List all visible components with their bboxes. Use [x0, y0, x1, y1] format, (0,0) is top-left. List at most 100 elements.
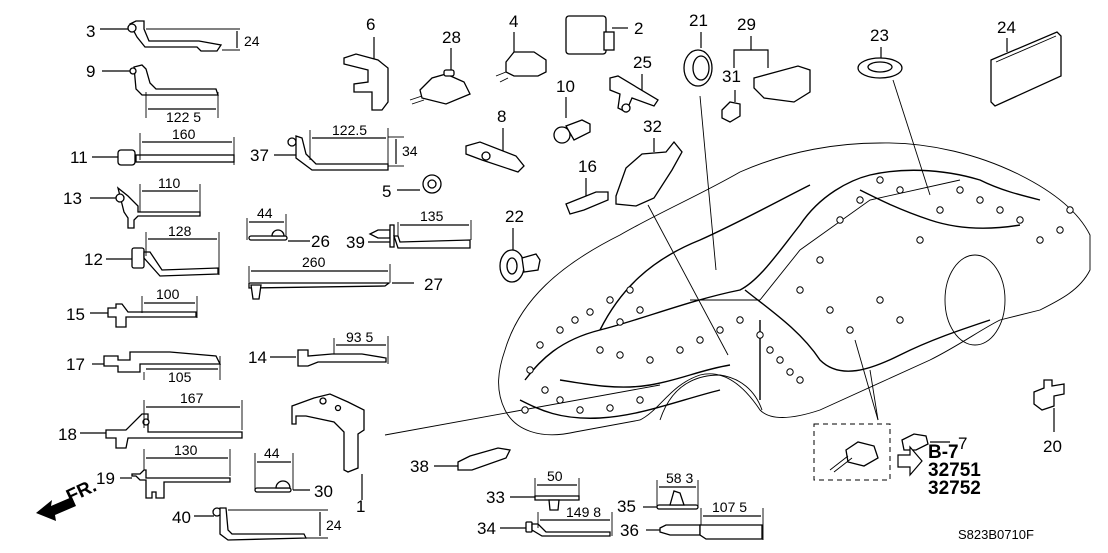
part-17-dimension: 105 [168, 369, 192, 385]
part-11[interactable]: 11 160 [70, 126, 235, 167]
harness-connector-icon [571, 316, 579, 324]
harness-connector-icon [521, 406, 529, 414]
part-26-label: 26 [311, 232, 330, 251]
part-16[interactable]: 16 [565, 157, 609, 215]
part-23[interactable]: 23 [857, 26, 931, 196]
harness-connector-icon [776, 356, 784, 364]
harness-connector-icon [716, 326, 724, 334]
part-34[interactable]: 34 149 8 [477, 504, 613, 538]
part-36[interactable]: 36 107 5 [620, 499, 764, 540]
part-19[interactable]: 19 130 [96, 442, 231, 499]
part-33[interactable]: 33 50 [486, 468, 580, 511]
harness-connector-icon [766, 346, 774, 354]
part-39[interactable]: 39 135 [346, 208, 472, 252]
harness-connector-icon [826, 306, 834, 314]
part-6-label: 6 [366, 15, 375, 34]
part-3[interactable]: 3 24 [86, 20, 260, 52]
harness-connector-icon [876, 296, 884, 304]
part-18[interactable]: 18 167 [58, 390, 243, 449]
harness-connector-icon [526, 366, 534, 374]
part-5[interactable]: 5 [382, 174, 442, 201]
part-25[interactable]: 25 [609, 53, 659, 113]
part-27[interactable]: 260 27 [248, 254, 443, 300]
harness-connector-icon [556, 396, 564, 404]
part-15-label: 15 [66, 305, 85, 324]
part-23-label: 23 [870, 26, 889, 45]
part-34-dimension: 149 8 [566, 504, 601, 520]
part-38[interactable]: 38 [410, 447, 511, 476]
part-8[interactable]: 8 [465, 107, 525, 173]
part-1[interactable]: 1 [291, 384, 661, 516]
part-4[interactable]: 4 [495, 12, 547, 83]
part-11-label: 11 [70, 148, 88, 167]
part-29[interactable]: 29 [733, 15, 811, 103]
part-7[interactable]: 7 [901, 433, 967, 453]
part-38-label: 38 [410, 457, 429, 476]
part-14-dimension: 93 5 [346, 329, 373, 345]
part-22[interactable]: 22 [499, 207, 541, 283]
harness-connector-icon [796, 286, 804, 294]
part-32[interactable]: 32 [615, 117, 683, 207]
harness-connector-icon [956, 186, 964, 194]
part-10[interactable]: 10 [553, 77, 591, 144]
part-37[interactable]: 37 122.5 34 [250, 122, 418, 171]
reference-part-number-2[interactable]: 32752 [928, 478, 981, 499]
part-20[interactable]: 20 [1033, 379, 1065, 456]
part-5-label: 5 [382, 182, 391, 201]
part-35[interactable]: 35 58 3 [617, 470, 699, 516]
reference-link[interactable]: B-7 32751 32752 [897, 442, 981, 499]
part-14[interactable]: 14 93 5 [248, 329, 389, 367]
harness-connector-icon [576, 406, 584, 414]
reference-part-number-1[interactable]: 32751 [928, 460, 981, 481]
part-18-dimension: 167 [180, 390, 204, 406]
harness-connector-icon [936, 206, 944, 214]
harness-connector-icon [736, 316, 744, 324]
part-9[interactable]: 9 122 5 [86, 62, 219, 125]
part-31[interactable]: 31 [721, 67, 741, 123]
part-10-label: 10 [556, 77, 575, 96]
harness-connector-icon [626, 286, 634, 294]
part-8-label: 8 [497, 107, 506, 126]
part-30[interactable]: 44 30 [254, 445, 333, 501]
harness-connector-icon [836, 216, 844, 224]
harness-connector-icon [816, 256, 824, 264]
part-17[interactable]: 17 105 [66, 351, 222, 385]
harness-connector-icon [586, 308, 594, 316]
part-40[interactable]: 40 24 [172, 507, 342, 541]
leader-lines [647, 204, 879, 421]
harness-connector-icon [616, 318, 624, 326]
part-33-dimension: 50 [547, 468, 563, 484]
harness-connector-icon [1016, 216, 1024, 224]
connector-detail-box [813, 369, 891, 481]
part-15-dimension: 100 [156, 286, 180, 302]
reference-section: B-7 [928, 442, 959, 463]
part-6[interactable]: 6 [343, 15, 389, 111]
part-37-label: 37 [250, 146, 269, 165]
front-direction-indicator: FR. [36, 476, 100, 521]
part-4-label: 4 [509, 12, 518, 31]
part-13[interactable]: 13 110 [63, 175, 201, 229]
part-14-label: 14 [248, 348, 267, 367]
part-22-label: 22 [505, 207, 524, 226]
harness-connector-icon [676, 346, 684, 354]
harness-connector-icon [596, 346, 604, 354]
harness-connector-icon [876, 176, 884, 184]
harness-connector-icon [1066, 206, 1074, 214]
part-24[interactable]: 24 [990, 18, 1062, 107]
harness-connector-icon [606, 296, 614, 304]
part-26[interactable]: 44 26 [246, 205, 330, 251]
harness-connector-icon [896, 186, 904, 194]
part-15[interactable]: 15 100 [66, 286, 198, 328]
part-27-label: 27 [424, 275, 443, 294]
part-12[interactable]: 12 128 [84, 223, 220, 277]
part-2[interactable]: 2 [565, 15, 643, 55]
part-25-label: 25 [633, 53, 652, 72]
harness-connector-icon [1036, 236, 1044, 244]
harness-connector-icon [756, 331, 764, 339]
harness-connector-icon [536, 341, 544, 349]
part-39-label: 39 [346, 233, 365, 252]
part-28[interactable]: 28 [409, 28, 471, 105]
harness-connector-icon [996, 206, 1004, 214]
part-21[interactable]: 21 [683, 11, 717, 271]
